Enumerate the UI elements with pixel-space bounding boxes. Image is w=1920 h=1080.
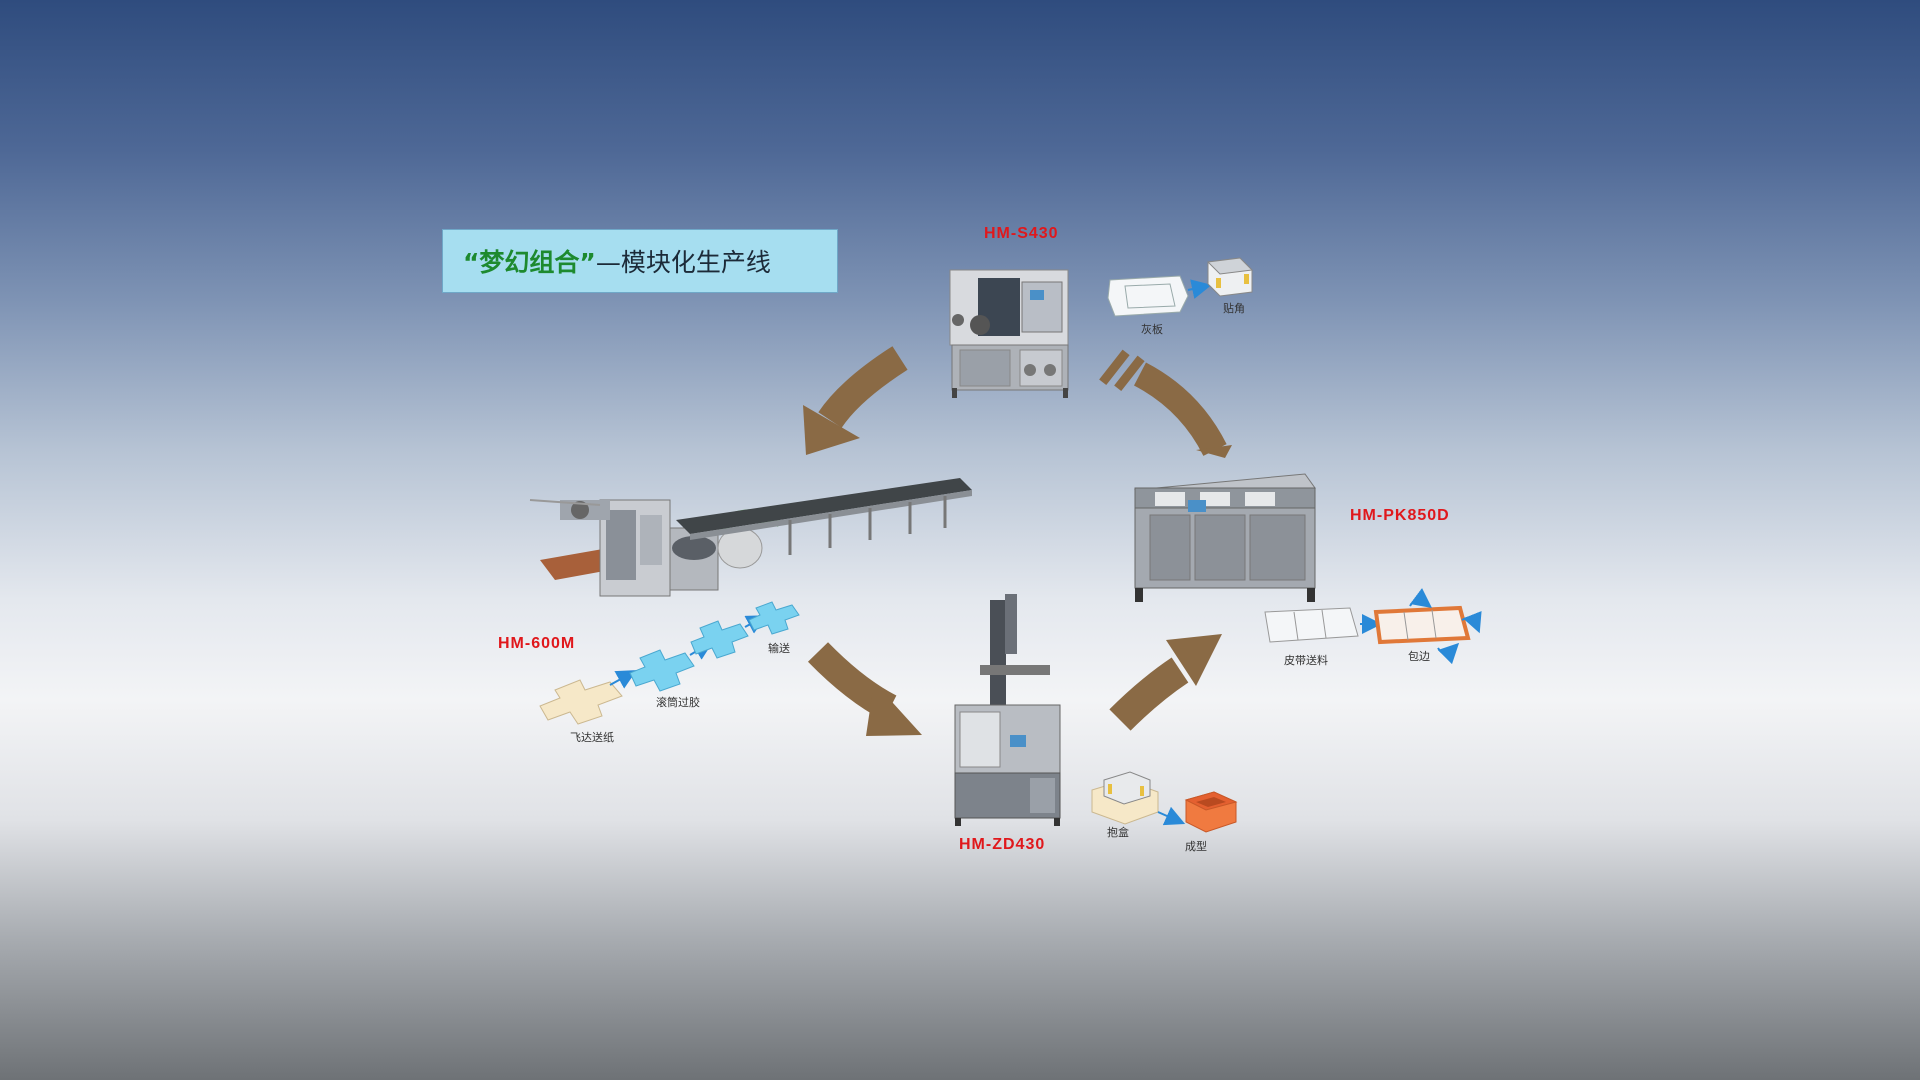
machine-label-hm-600m: HM-600M	[498, 635, 576, 652]
step-label-corner-paste: 贴角	[1223, 302, 1245, 315]
title-highlight: “梦幻组合”	[463, 248, 596, 277]
step-icon-roller-glue	[629, 649, 695, 692]
step-label-edge-wrap: 包边	[1408, 650, 1430, 663]
step-label-box-hug: 抱盒	[1107, 826, 1129, 839]
machine-hm-600m-image	[529, 478, 972, 597]
step-label-forming: 成型	[1185, 840, 1207, 853]
step-icon-conveyor-1	[690, 620, 749, 659]
cycle-arrow-top-left	[803, 346, 908, 455]
step-label-feeder: 飞达送纸	[570, 731, 614, 744]
step-icon-conveyor-2	[748, 601, 800, 635]
machine-label-hm-zd430: HM-ZD430	[959, 836, 1046, 853]
step-arrow	[1157, 806, 1186, 826]
step-icon-forming	[1184, 791, 1238, 833]
machine-label-hm-s430: HM-S430	[984, 225, 1059, 242]
machine-hm-pk850d-image	[1134, 473, 1316, 602]
machine-hm-zd430-image	[954, 594, 1061, 826]
title-banner: “梦幻组合”—模块化生产线	[442, 229, 838, 293]
step-arrow	[1187, 279, 1212, 299]
step-icon-corner-paste	[1206, 257, 1254, 297]
step-icon-grey-board	[1107, 275, 1189, 317]
machine-label-hm-pk850d: HM-PK850D	[1350, 507, 1450, 524]
cycle-arrow-bottom-right	[1109, 634, 1222, 731]
step-icon-belt-feed	[1264, 607, 1359, 643]
step-icon-edge-wrap	[1373, 588, 1482, 665]
cycle-arrow-top-right	[1099, 349, 1232, 458]
step-label-conveyor: 输送	[768, 642, 790, 655]
step-label-belt-feed: 皮带送料	[1284, 654, 1328, 667]
step-icon-feeder	[539, 679, 623, 725]
machine-hm-s430-image	[949, 269, 1069, 398]
step-label-roller-glue: 滚筒过胶	[656, 696, 700, 709]
step-label-grey-board: 灰板	[1141, 323, 1163, 336]
step-arrow	[609, 670, 637, 689]
step-icon-box-hug	[1091, 771, 1159, 825]
cycle-arrow-bottom-left	[807, 642, 922, 736]
title-rest: —模块化生产线	[595, 248, 771, 277]
